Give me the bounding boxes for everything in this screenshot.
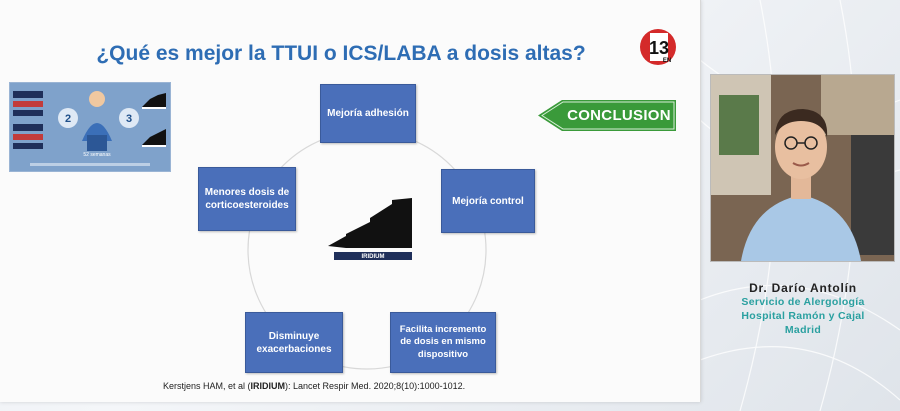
thumb-label-right: 3 [126,113,132,125]
channel-logo: 13 EN [636,27,680,67]
benefit-dose-increase: Facilita incremento de dosis en mismo di… [390,312,496,373]
benefit-corticosteroids: Menores dosis de corticoesteroides [198,167,296,231]
conclusion-label: CONCLUSION [567,107,671,124]
logo-number: 13 [649,38,669,58]
reference-suffix: ): Lancet Respir Med. 2020;8(10):1000-10… [285,381,466,391]
iridium-label: IRIDIUM [362,254,385,260]
study-design-thumbnail: 2 52 semanas 3 [9,82,171,172]
reference-study: IRIDIUM [250,381,286,391]
thumb-label-left: 2 [65,113,71,125]
thumb-center-label: 52 semanas [83,152,111,158]
speaker-affiliation-3: Madrid [784,324,822,337]
iridium-steps-graphic: IRIDIUM [328,198,412,260]
benefit-control: Mejoría control [441,169,535,233]
speaker-caption: Dr. Darío Antolín Servicio de Alergologí… [708,281,898,338]
speaker-affiliation-2: Hospital Ramón y Cajal [741,310,865,323]
slide-title: ¿Qué es mejor la TTUI o ICS/LABA a dosis… [96,42,586,65]
presentation-slide: ¿Qué es mejor la TTUI o ICS/LABA a dosis… [9,0,701,402]
speaker-video [710,74,895,262]
reference-prefix: Kerstjens HAM, et al ( [163,381,251,391]
speaker-name: Dr. Darío Antolín [749,281,857,295]
conclusion-banner: CONCLUSION [538,100,676,131]
benefit-adherence: Mejoría adhesión [320,84,416,143]
benefit-exacerbations: Disminuye exacerbaciones [245,312,343,373]
slide-reference: Kerstjens HAM, et al (IRIDIUM): Lancet R… [163,381,465,391]
logo-sub: EN [663,58,671,64]
speaker-affiliation-1: Servicio de Alergología [741,296,865,308]
